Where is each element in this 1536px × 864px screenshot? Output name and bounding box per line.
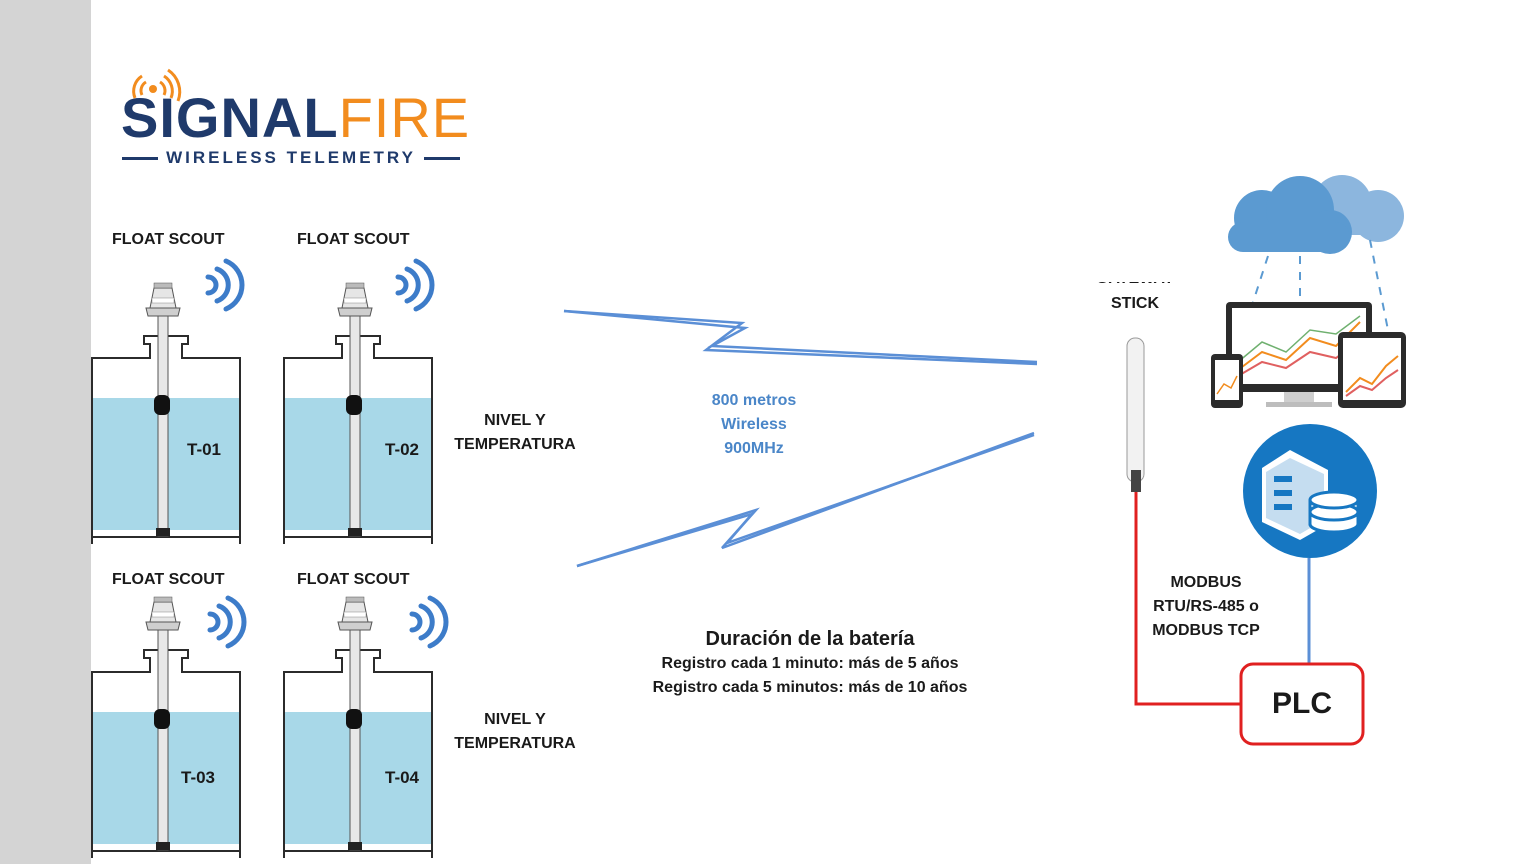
- logo-tagline: WIRELESS TELEMETRY: [122, 147, 461, 169]
- plc-box: [1239, 662, 1365, 746]
- battery-line-2: Registro cada 5 minutos: más de 10 años: [652, 679, 968, 696]
- tank-t01: [91, 282, 241, 545]
- battery-title: Duración de la batería: [705, 628, 915, 650]
- tank-t04: [283, 596, 433, 859]
- sensor-label-1: FLOAT SCOUT: [112, 231, 225, 248]
- battery-info: Duración de la batería Registro cada 1 m…: [610, 626, 1010, 700]
- tank-id-t03: T-03: [181, 768, 216, 787]
- server-database-icon: [1243, 424, 1377, 558]
- sensor-label-4: FLOAT SCOUT: [297, 571, 410, 588]
- tank-id-t02: T-02: [385, 440, 420, 459]
- monitor-dashboard-icon: [1211, 302, 1406, 408]
- cloud-icon: [1228, 175, 1404, 331]
- wireless-link-top: [563, 309, 1038, 366]
- sensor-label-3: FLOAT SCOUT: [112, 571, 225, 588]
- wireless-link-bottom: [576, 431, 1035, 568]
- tank-t02: [283, 282, 433, 545]
- wireless-waves-icon: [412, 598, 446, 646]
- wireless-waves-icon: [210, 598, 244, 646]
- gateway-antenna: [1126, 337, 1145, 492]
- plc-label: PLC: [1272, 687, 1332, 720]
- tank-id-t01: T-01: [187, 440, 222, 459]
- logo-signal-icon: [132, 68, 182, 102]
- gateway-label: STICK: [1111, 295, 1159, 312]
- wireless-waves-icon: [208, 261, 242, 309]
- gateway-label-clipped: GATEWAY: [1080, 282, 1190, 291]
- tank-id-t04: T-04: [385, 768, 420, 787]
- wireless-waves-icon: [398, 261, 432, 309]
- battery-line-1: Registro cada 1 minuto: más de 5 años: [661, 655, 959, 672]
- sensor-label-2: FLOAT SCOUT: [297, 231, 410, 248]
- left-gray-margin: [0, 0, 91, 864]
- red-serial-cable: [1134, 492, 1241, 706]
- logo-wordmark: SIGNALFIRE: [121, 86, 471, 149]
